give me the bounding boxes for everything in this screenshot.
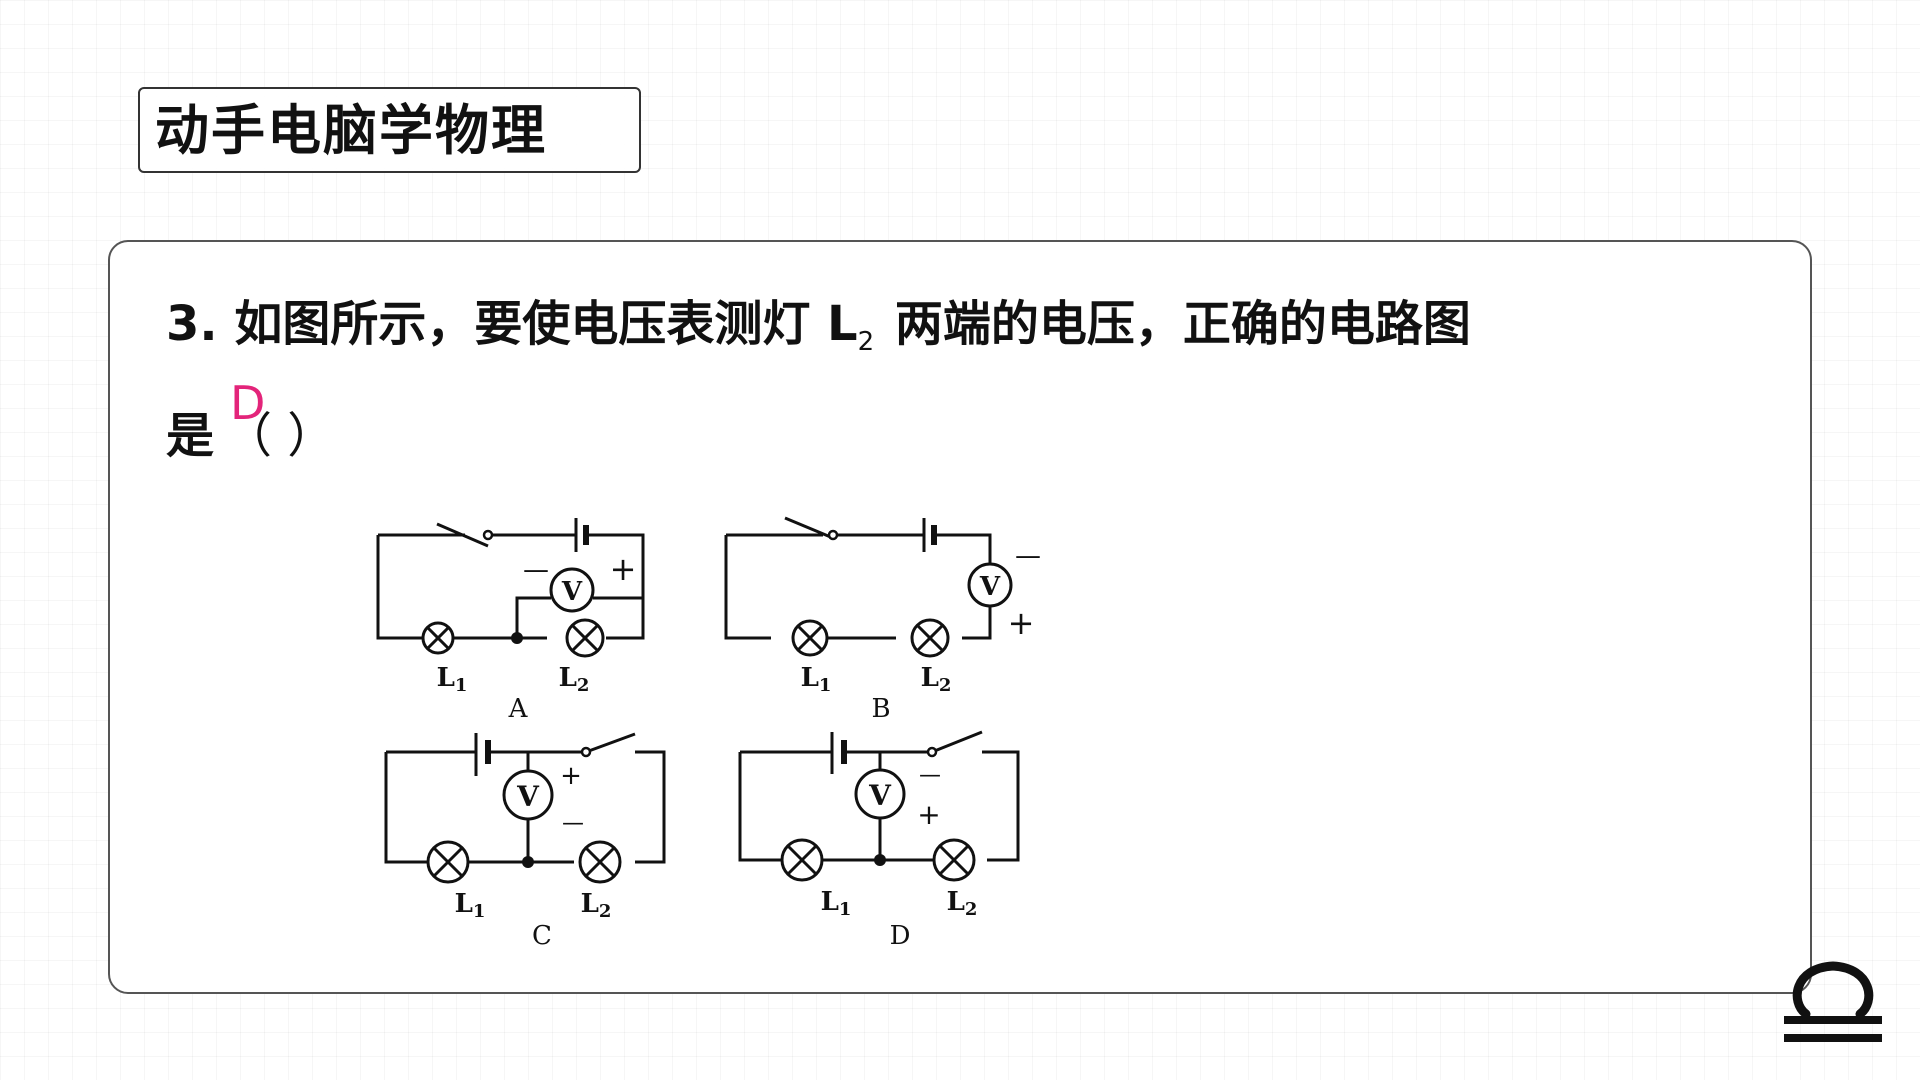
voltmeter-label: V — [979, 572, 1001, 602]
lamp-l2-icon — [578, 840, 622, 884]
voltmeter-icon: V — [502, 769, 554, 821]
lamp-l1-icon — [780, 838, 824, 882]
option-label: C — [532, 921, 552, 951]
lamp-l1-label: L1 — [801, 663, 832, 696]
switch-lever — [436, 522, 489, 548]
junction-dot — [874, 854, 886, 866]
page-title: 动手电脑学物理 — [155, 99, 547, 162]
lamp-l1-icon — [791, 619, 829, 657]
minus-sign: — — [523, 555, 549, 585]
switch-lever — [784, 516, 834, 540]
lamp-l2-label: L2 — [559, 663, 590, 696]
junction-dot — [511, 632, 523, 644]
minus-sign: — — [562, 811, 584, 836]
option-label: D — [890, 921, 911, 951]
lamp-l1-icon — [421, 621, 455, 655]
voltmeter-label: V — [561, 577, 583, 607]
lamp-l2-icon — [932, 838, 976, 882]
answer-blank: （ ） — [224, 408, 336, 464]
lamp-l1-icon — [426, 840, 470, 884]
lamp-l1-label: L1 — [821, 887, 852, 920]
circuit-diagram-d: V — + L1 L2 D — [738, 730, 1020, 951]
title-box: 动手电脑学物理 — [138, 87, 641, 173]
question-line-1: 3. 如图所示，要使电压表测灯 L2 两端的电压，正确的电路图 — [166, 292, 1471, 374]
omega-icon — [1784, 961, 1882, 1042]
plus-sign: + — [917, 798, 940, 831]
voltmeter-label: V — [516, 780, 540, 813]
option-label: B — [871, 694, 890, 724]
plus-sign: + — [1008, 604, 1035, 642]
option-label: A — [508, 694, 529, 724]
switch-lever — [585, 732, 636, 754]
lamp-l1-label: L1 — [455, 889, 486, 922]
junction-dot — [522, 856, 534, 868]
circuit-diagram-a: V — + L1 L2 A — [376, 518, 645, 724]
switch-lever — [931, 730, 983, 754]
circuit-diagram-b: V — + L1 L2 B — [724, 516, 1041, 724]
voltmeter-label: V — [868, 779, 892, 812]
lamp-l1-label: L1 — [437, 663, 468, 696]
voltmeter-icon: V — [854, 768, 906, 820]
question-line2-text: 是 — [166, 408, 215, 464]
minus-sign: — — [1015, 541, 1041, 571]
lamp-l2-label: L2 — [947, 887, 978, 920]
plus-sign: + — [560, 761, 582, 791]
lamp-l2-icon — [565, 618, 605, 658]
circuit-diagram-c: V + — L1 L2 C — [384, 732, 666, 951]
question-suffix: 两端的电压，正确的电路图 — [878, 296, 1471, 352]
plus-sign: + — [610, 550, 637, 588]
lamp-l2-label: L2 — [921, 663, 952, 696]
voltmeter-icon: V — [549, 567, 595, 613]
question-prefix: 3. 如图所示，要使电压表测灯 L — [166, 296, 858, 352]
minus-sign: — — [919, 763, 941, 788]
lamp-l2-icon — [910, 618, 950, 658]
lamp-l2-label: L2 — [581, 889, 612, 922]
answer-mark: D — [230, 376, 266, 430]
question-subscript: 2 — [857, 327, 875, 357]
voltmeter-icon: V — [967, 562, 1013, 608]
question-line-2: 是（ ） — [166, 404, 335, 468]
